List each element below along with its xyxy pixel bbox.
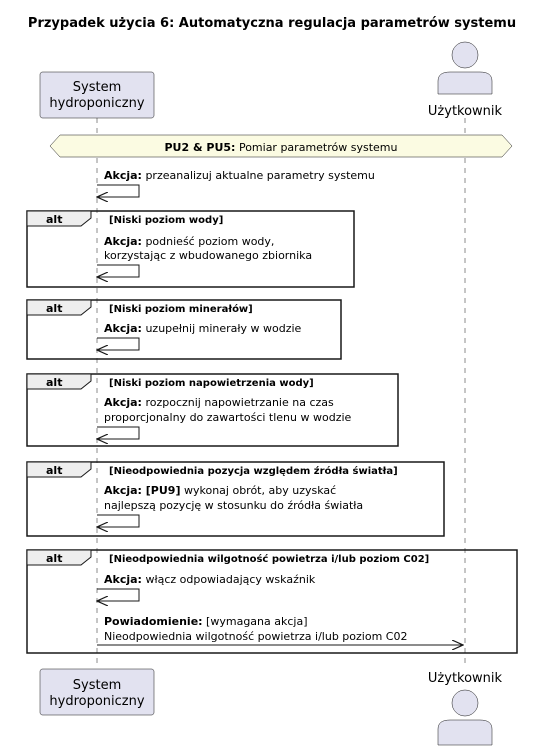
reference-box: PU2 & PU5: Pomiar parametrów systemu xyxy=(49,134,513,158)
initial-action: Akcja: przeanalizuj aktualne parametry s… xyxy=(97,169,375,197)
action-text: rozpocznij napowietrzanie na czas xyxy=(142,396,334,409)
alt-label: alt xyxy=(46,464,62,477)
alt-block-humidity-co2: alt [Nieodpowiednia wilgotność powietrza… xyxy=(26,549,518,654)
system-participant-bottom: System hydroponiczny xyxy=(39,668,155,716)
svg-text:Akcja: [PU9] wykonaj obrót, ab: Akcja: [PU9] wykonaj obrót, aby uzyskać xyxy=(104,484,336,497)
alt-condition: [Nieodpowiednia wilgotność powietrza i/l… xyxy=(109,553,429,565)
action-label: Akcja: xyxy=(104,322,142,335)
user-participant-name: Użytkownik xyxy=(428,104,503,119)
svg-text:Powiadomienie: [wymagana akcja: Powiadomienie: [wymagana akcja] xyxy=(104,615,308,628)
action-label: Akcja: [PU9] xyxy=(104,484,180,497)
action-text: proporcjonalny do zawartości tlenu w wod… xyxy=(104,411,352,424)
action-label: Akcja: xyxy=(104,396,142,409)
action-text: włącz odpowiadający wskaźnik xyxy=(142,573,316,586)
notification-text: Nieodpowiednia wilgotność powietrza i/lu… xyxy=(104,630,407,643)
notification-text: [wymagana akcja] xyxy=(203,615,308,628)
svg-text:Akcja: rozpocznij napowietrzan: Akcja: rozpocznij napowietrzanie na czas xyxy=(104,396,334,409)
system-participant-name: hydroponiczny xyxy=(49,96,144,111)
reference-label: PU2 & PU5: xyxy=(165,141,236,154)
action-label: Akcja: xyxy=(104,573,142,586)
alt-condition: [Niski poziom minerałów] xyxy=(109,303,253,315)
alt-label: alt xyxy=(46,552,62,565)
action-text: przeanalizuj aktualne parametry systemu xyxy=(142,169,375,182)
self-message-arrow xyxy=(97,337,140,350)
alt-block-water: alt [Niski poziom wody] Akcja: podnieść … xyxy=(26,210,355,288)
action-text: podnieść poziom wody, xyxy=(142,235,274,248)
alt-block-aeration: alt [Niski poziom napowietrzenia wody] A… xyxy=(26,373,399,447)
alt-condition: [Niski poziom napowietrzenia wody] xyxy=(109,378,314,389)
self-message-arrow xyxy=(97,184,140,197)
alt-label: alt xyxy=(46,376,62,389)
alt-condition: [Niski poziom wody] xyxy=(109,215,223,226)
user-participant-name: Użytkownik xyxy=(428,671,503,686)
actor-icon xyxy=(451,41,479,69)
system-participant-name: hydroponiczny xyxy=(49,694,144,709)
notification-label: Powiadomienie: xyxy=(104,615,203,628)
action-text: korzystając z wbudowanego zbiornika xyxy=(104,249,312,262)
alt-block-light-position: alt [Nieodpowiednia pozycja względem źró… xyxy=(26,461,445,537)
user-actor-bottom: Użytkownik xyxy=(428,671,503,746)
user-actor-top: Użytkownik xyxy=(428,41,503,119)
action-text: uzupełnij minerały w wodzie xyxy=(142,322,302,335)
self-message-arrow xyxy=(97,426,140,439)
diagram-title: Przypadek użycia 6: Automatyczna regulac… xyxy=(28,16,516,31)
self-message-arrow xyxy=(97,264,140,277)
action-label: Akcja: xyxy=(104,235,142,248)
system-participant-name: System xyxy=(73,678,121,693)
action-text: najlepszą pozycję w stosunku do źródła ś… xyxy=(104,499,363,512)
reference-text: Pomiar parametrów systemu xyxy=(235,141,397,154)
svg-text:Akcja: uzupełnij minerały w wo: Akcja: uzupełnij minerały w wodzie xyxy=(104,322,302,335)
svg-text:Akcja: włącz odpowiadający wsk: Akcja: włącz odpowiadający wskaźnik xyxy=(104,573,316,586)
svg-text:PU2 & PU5: Pomiar parametrów s: PU2 & PU5: Pomiar parametrów systemu xyxy=(165,141,398,154)
action-text: wykonaj obrót, aby uzyskać xyxy=(180,484,336,497)
action-label: Akcja: xyxy=(104,169,142,182)
svg-text:Akcja: przeanalizuj aktualne p: Akcja: przeanalizuj aktualne parametry s… xyxy=(104,169,375,182)
system-participant-top: System hydroponiczny xyxy=(39,71,155,119)
actor-icon xyxy=(451,689,479,717)
alt-label: alt xyxy=(46,213,62,226)
alt-label: alt xyxy=(46,302,62,315)
self-message-arrow xyxy=(97,514,140,527)
svg-text:Akcja: podnieść poziom wody,: Akcja: podnieść poziom wody, xyxy=(104,235,274,248)
alt-block-minerals: alt [Niski poziom minerałów] Akcja: uzup… xyxy=(26,299,342,360)
alt-condition: [Nieodpowiednia pozycja względem źródła … xyxy=(109,465,398,477)
self-message-arrow xyxy=(97,588,140,601)
system-participant-name: System xyxy=(73,80,121,95)
